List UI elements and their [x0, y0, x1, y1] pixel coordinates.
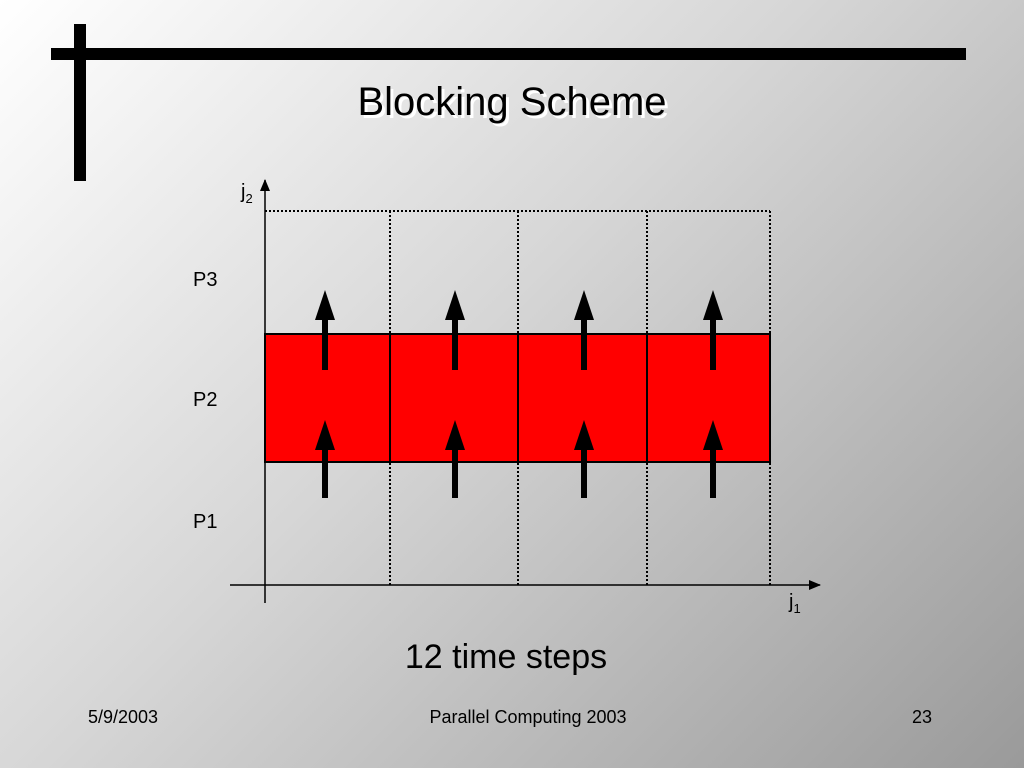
arrow-upper-2	[445, 290, 465, 370]
footer-course: Parallel Computing 2003	[429, 707, 627, 727]
arrow-lower-3	[574, 420, 594, 498]
arrow-upper-4	[703, 290, 723, 370]
processor-label-p2: P2	[193, 389, 217, 411]
x-axis-label-sub: 1	[793, 601, 800, 616]
processor-label-p1: P1	[193, 511, 217, 533]
footer-date: 5/9/2003	[88, 707, 159, 727]
title-rule-vertical	[74, 24, 86, 181]
arrow-lower-1	[315, 420, 335, 498]
slide-title: Blocking Scheme	[357, 80, 667, 124]
x-axis-label: j1	[788, 591, 801, 616]
arrow-upper-3	[574, 290, 594, 370]
time-steps-caption: 12 time steps	[404, 638, 608, 676]
processor-label-p3: P3	[193, 269, 217, 291]
title-rule-horizontal	[51, 48, 966, 60]
y-axis-label-sub: 2	[245, 191, 252, 206]
y-axis-label-base: j	[240, 181, 245, 203]
arrow-upper-1	[315, 290, 335, 370]
arrow-lower-2	[445, 420, 465, 498]
y-axis-label: j2	[240, 181, 253, 206]
arrow-lower-4	[703, 420, 723, 498]
x-axis-label-base: j	[788, 591, 793, 613]
p2-block-4	[646, 333, 771, 463]
footer-page-number: 23	[912, 707, 933, 727]
